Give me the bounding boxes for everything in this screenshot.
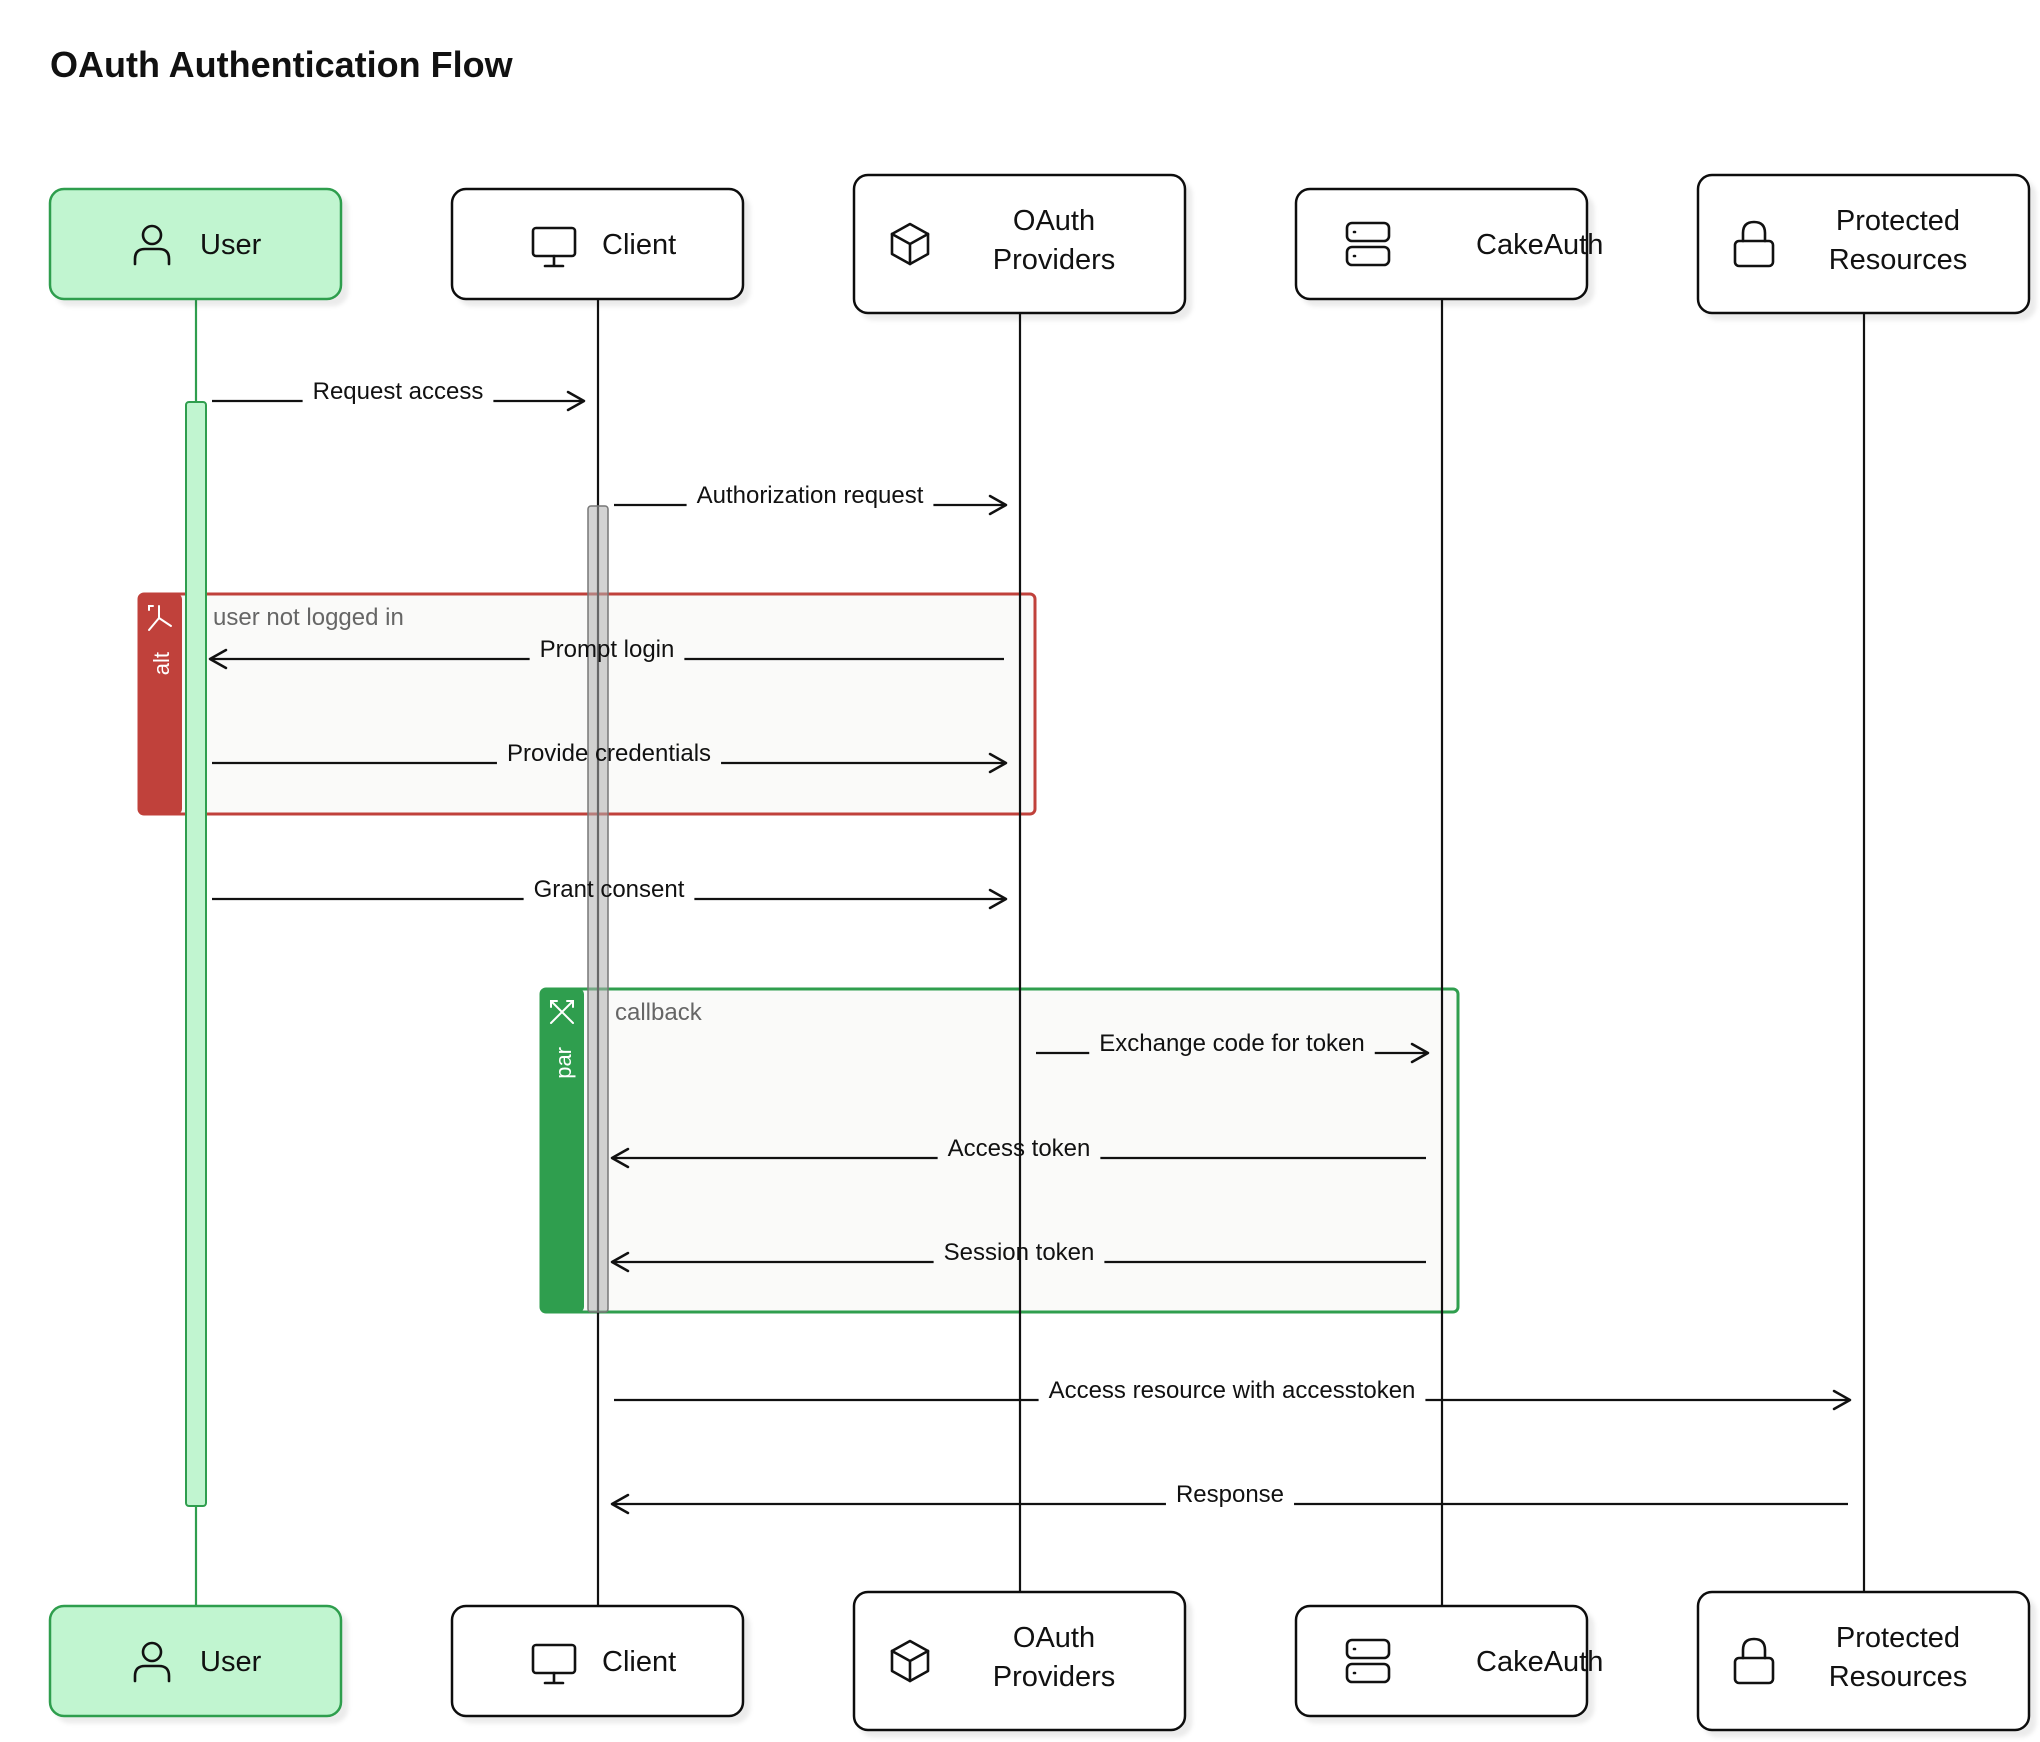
person-icon	[133, 1641, 171, 1683]
user-participant-top: User	[48, 187, 343, 301]
server-icon	[1345, 1638, 1391, 1684]
cakeauth-label: CakeAuth	[1476, 229, 1603, 261]
cakeauth-label: CakeAuth	[1476, 1646, 1603, 1678]
split-arrows-icon	[148, 605, 172, 631]
client-label: Client	[602, 229, 676, 261]
user-participant-bottom: User	[48, 1604, 343, 1718]
message-arrow: Provide credentials	[212, 740, 1008, 774]
person-icon	[133, 224, 171, 266]
message-label: Session token	[944, 1239, 1095, 1266]
cakeauth-participant-bottom: CakeAuth	[1294, 1604, 1603, 1718]
server-icon	[1345, 221, 1391, 267]
message-arrow: Request access	[212, 378, 586, 412]
alt-fragment-tab	[139, 594, 182, 814]
message-label: Grant consent	[534, 876, 685, 903]
client-label: Client	[602, 1646, 676, 1678]
message-label: Provide credentials	[507, 740, 711, 767]
message-label: Request access	[313, 378, 484, 405]
client-participant-top: Client	[450, 187, 745, 301]
message-label: Access resource with accesstoken	[1049, 1377, 1416, 1404]
lock-icon	[1733, 220, 1775, 268]
client-participant-bottom: Client	[450, 1604, 745, 1718]
par-fragment-type: par	[551, 1047, 576, 1079]
message-arrow: Session token	[610, 1239, 1426, 1273]
lock-icon	[1733, 1637, 1775, 1685]
cube-icon	[890, 222, 930, 266]
monitor-icon	[531, 1643, 577, 1685]
par-fragment-tab	[541, 989, 584, 1312]
alt-fragment: alt user not logged in	[137, 592, 1037, 816]
alt-fragment-condition: user not logged in	[213, 604, 404, 631]
par-fragment-condition: callback	[615, 999, 703, 1026]
message-arrow: Exchange code for token	[1036, 1030, 1430, 1064]
message-arrow: Access token	[610, 1135, 1426, 1169]
user-label: User	[200, 229, 262, 261]
cross-arrows-icon	[550, 1000, 574, 1024]
par-fragment: par callback	[539, 987, 1460, 1314]
alt-fragment-type: alt	[149, 652, 174, 675]
message-label: Access token	[948, 1135, 1091, 1162]
message-label: Prompt login	[540, 636, 675, 663]
message-arrow: Grant consent	[212, 876, 1008, 910]
message-label: Authorization request	[697, 482, 924, 509]
cube-icon	[890, 1639, 930, 1683]
diagram-title: OAuth Authentication Flow	[50, 44, 513, 85]
user-activation-bar	[185, 401, 207, 1507]
message-arrow: Access resource with accesstoken	[614, 1377, 1852, 1411]
message-arrow: Authorization request	[614, 482, 1008, 516]
message-label: Exchange code for token	[1099, 1030, 1365, 1057]
monitor-icon	[531, 226, 577, 268]
message-arrow: Response	[610, 1481, 1848, 1515]
user-label: User	[200, 1646, 262, 1678]
cakeauth-participant-top: CakeAuth	[1294, 187, 1603, 301]
client-activation-bar	[587, 505, 609, 1313]
message-arrow: Prompt login	[208, 636, 1004, 670]
message-label: Response	[1176, 1481, 1284, 1508]
